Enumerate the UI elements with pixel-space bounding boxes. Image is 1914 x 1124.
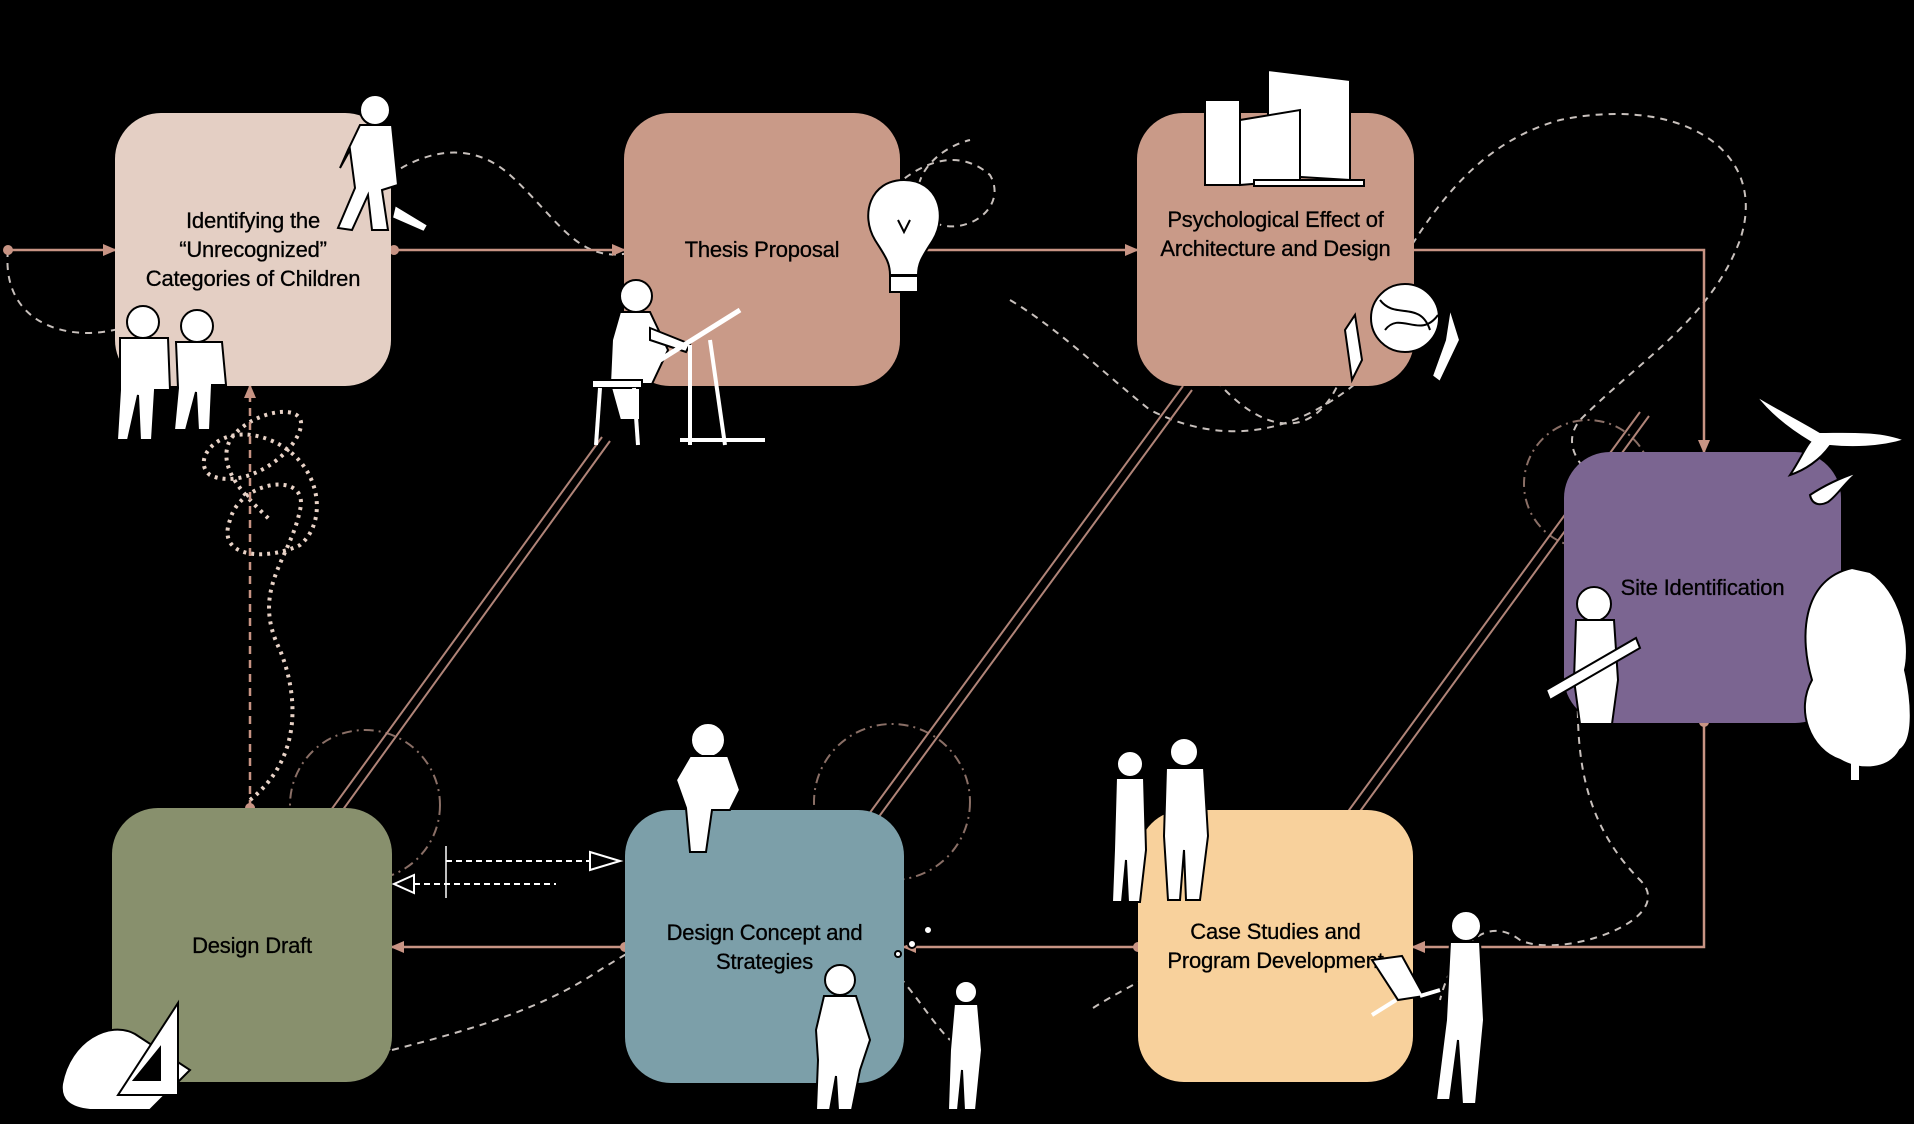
arrow-psychological-to-site	[1414, 248, 1710, 454]
node-label: Thesis Proposal	[684, 237, 840, 262]
node-label: Identifying the “Unrecognized” Categorie…	[145, 208, 361, 291]
node-design-concept: Design Concept and Strategies	[625, 810, 904, 1083]
node-label: Design Concept and Strategies	[666, 920, 863, 974]
node-thesis-proposal: Thesis Proposal	[624, 113, 900, 386]
node-label: Design Draft	[192, 932, 312, 958]
circle-decoration	[289, 419, 1653, 881]
node-site-identification: Site Identification	[1564, 452, 1841, 723]
node-design-draft: Design Draft	[112, 808, 392, 1082]
diagonal-lines	[269, 385, 1650, 899]
node-label: Site Identification	[1620, 575, 1785, 600]
node-psychological-effect: Psychological Effect of Architecture and…	[1137, 113, 1414, 386]
node-label: Psychological Effect of Architecture and…	[1160, 207, 1391, 261]
double-arrow-icon	[391, 846, 624, 898]
arrow-site-to-case-studies	[1411, 722, 1706, 953]
node-label: Case Studies and Program Development	[1167, 919, 1384, 973]
node-case-studies: Case Studies and Program Development	[1138, 810, 1413, 1082]
dotted-loop-decoration	[201, 409, 319, 802]
node-identifying: Identifying the “Unrecognized” Categorie…	[115, 113, 391, 386]
flow-arrows	[8, 244, 1710, 953]
